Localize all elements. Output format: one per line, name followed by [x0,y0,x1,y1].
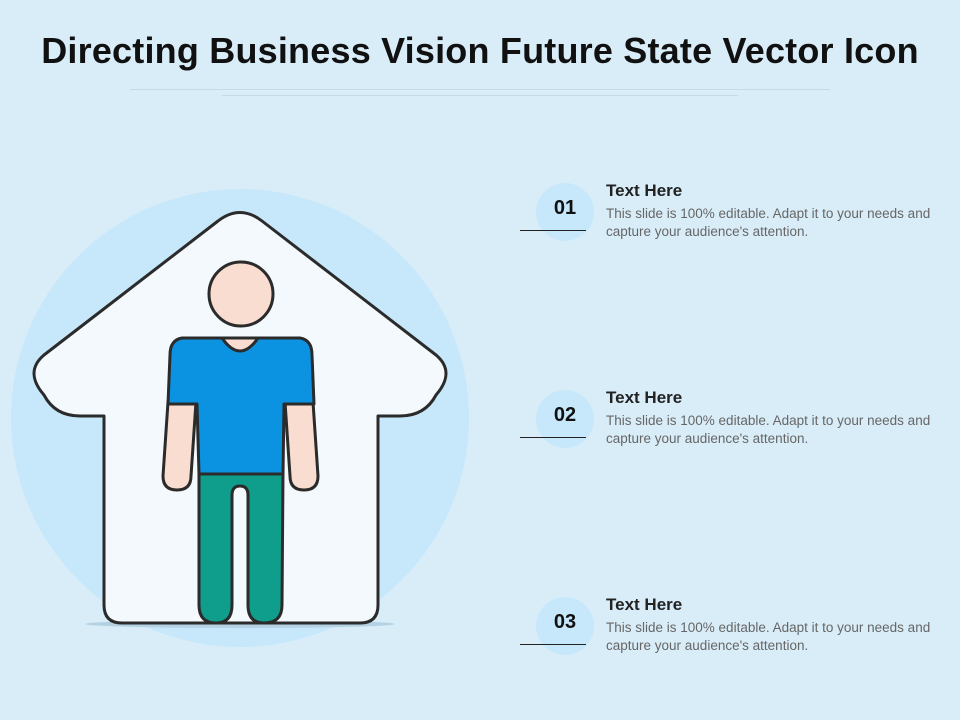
number-underline [520,437,586,438]
person-up-arrow-icon [11,189,469,647]
left-arm [161,400,198,492]
legs [197,470,285,625]
item-description: This slide is 100% editable. Adapt it to… [606,413,931,446]
item-number: 03 [553,611,577,633]
list-item-3: 03 Text Here This slide is 100% editable… [520,595,950,677]
list-item-2: 02 Text Here This slide is 100% editable… [520,388,950,470]
number-circle [536,597,594,655]
item-description: This slide is 100% editable. Adapt it to… [606,620,931,653]
neck [220,336,260,353]
number-underline [520,230,586,231]
slide-title: Directing Business Vision Future State V… [41,30,919,71]
item-title: Text Here [606,595,683,614]
list-item-1: 01 Text Here This slide is 100% editable… [520,181,950,263]
number-circle [536,390,594,448]
shirt [166,336,316,476]
item-description: This slide is 100% editable. Adapt it to… [606,206,931,239]
item-number: 02 [553,404,577,426]
title-divider [130,89,830,90]
head [207,260,275,328]
right-arm [283,400,320,492]
item-number: 01 [553,197,577,219]
item-title: Text Here [606,181,683,200]
number-underline [520,644,586,645]
title-divider-short [222,95,738,96]
number-circle [536,183,594,241]
item-title: Text Here [606,388,683,407]
